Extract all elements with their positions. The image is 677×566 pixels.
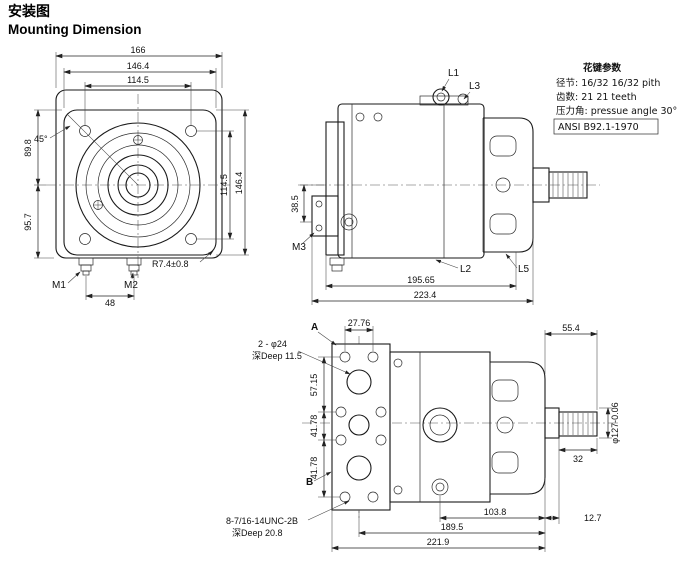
bottom-small-hole-depth: 深Deep 20.8 bbox=[232, 528, 283, 538]
spline-table-title: 花键参数 bbox=[583, 62, 622, 74]
front-dim-48: 48 bbox=[85, 276, 135, 308]
svg-text:41.78: 41.78 bbox=[309, 457, 319, 480]
svg-text:146.4: 146.4 bbox=[127, 61, 150, 71]
front-dim-146-top: 146.4 bbox=[63, 61, 217, 108]
svg-text:146.4: 146.4 bbox=[234, 172, 244, 195]
front-port-m2-fitting bbox=[126, 257, 142, 276]
side-label-l2: L2 bbox=[460, 264, 472, 275]
bottom-dim-103-8: 103.8 bbox=[439, 478, 546, 552]
side-housing bbox=[337, 103, 485, 259]
bottom-dim-left-stack: 57.15 41.78 41.78 bbox=[309, 356, 340, 498]
svg-text:41.78: 41.78 bbox=[309, 415, 319, 438]
front-45deg-line bbox=[67, 114, 139, 186]
svg-text:57.15: 57.15 bbox=[309, 374, 319, 397]
svg-text:189.5: 189.5 bbox=[441, 522, 464, 532]
svg-text:223.4: 223.4 bbox=[414, 290, 437, 300]
svg-text:55.4: 55.4 bbox=[562, 323, 580, 333]
side-dim-38-5: 38.5 bbox=[290, 184, 324, 223]
side-valve-plate bbox=[325, 121, 345, 256]
side-label-l3: L3 bbox=[469, 81, 481, 92]
svg-text:32: 32 bbox=[573, 454, 583, 464]
bottom-dim-189-5: 189.5 bbox=[358, 510, 546, 537]
side-label-l5: L5 bbox=[518, 264, 530, 275]
side-spline-hatch bbox=[552, 173, 584, 197]
bottom-end-cap bbox=[490, 361, 546, 495]
side-spline-shaft bbox=[548, 171, 588, 199]
svg-text:103.8: 103.8 bbox=[484, 507, 507, 517]
svg-text:38.5: 38.5 bbox=[290, 195, 300, 213]
front-radius-label: R7.4±0.8 bbox=[152, 259, 188, 269]
bottom-large-hole-label: 2 - φ24 bbox=[258, 339, 287, 349]
svg-text:12.7: 12.7 bbox=[584, 513, 602, 523]
spline-table-standard-box bbox=[553, 118, 659, 135]
spline-table-teeth: 齿数: 21 21 teeth bbox=[556, 91, 637, 103]
side-label-m3: M3 bbox=[292, 242, 306, 253]
side-port-l3 bbox=[457, 93, 469, 105]
bottom-internal-detail bbox=[393, 352, 519, 502]
bottom-port-plate bbox=[331, 343, 391, 511]
svg-text:195.65: 195.65 bbox=[407, 275, 435, 285]
bottom-dim-12-7: 12.7 bbox=[544, 513, 602, 523]
svg-text:114.5: 114.5 bbox=[127, 75, 149, 85]
bottom-dim-27-76: 27.76 bbox=[344, 318, 374, 351]
bottom-large-hole-depth: 深Deep 11.5 bbox=[252, 351, 302, 361]
bottom-small-hole-label: 8-7/16-14UNC-2B bbox=[226, 516, 298, 526]
svg-text:φ127-0.06: φ127-0.06 bbox=[610, 402, 620, 443]
front-gauge-port-top bbox=[133, 135, 143, 145]
front-dim-95-7: 95.7 bbox=[23, 184, 54, 259]
bottom-label-a: A bbox=[311, 322, 318, 333]
front-port-m2-label: M2 bbox=[124, 280, 138, 291]
bottom-dim-32: 32 bbox=[558, 438, 598, 524]
svg-text:48: 48 bbox=[105, 298, 115, 308]
front-dim-114-right: 114.5 bbox=[196, 130, 234, 240]
side-bottom-fitting bbox=[329, 257, 345, 272]
spline-table-pitch: 径节: 16/32 16/32 pith bbox=[556, 77, 660, 89]
side-dim-223-4: 223.4 bbox=[311, 203, 534, 305]
bottom-label-b: B bbox=[306, 477, 313, 488]
bottom-dim-pilot-dia: φ127-0.06 bbox=[599, 402, 620, 444]
front-view: 45° 114.5 146.4 166 114.5 bbox=[23, 45, 249, 308]
front-concentric-circles bbox=[75, 122, 201, 248]
side-end-cap bbox=[483, 117, 534, 253]
side-dim-195-65: 195.65 bbox=[325, 252, 517, 290]
page-title-en: Mounting Dimension bbox=[8, 22, 141, 37]
spline-table-standard: ANSI B92.1-1970 bbox=[558, 122, 639, 133]
svg-text:114.5: 114.5 bbox=[219, 174, 229, 196]
svg-text:27.76: 27.76 bbox=[348, 318, 371, 328]
bottom-housing bbox=[389, 351, 491, 503]
bottom-view: A B 2 - φ24 深Deep 11.5 8-7/16-14UNC-2B 深… bbox=[226, 318, 620, 552]
bottom-spline-shaft bbox=[558, 411, 598, 437]
side-view: L1 L3 M3 38.5 L2 L5 195.65 223.4 bbox=[290, 62, 677, 305]
svg-text:221.9: 221.9 bbox=[427, 537, 450, 547]
front-port-m1-fitting bbox=[78, 257, 94, 276]
front-dim-146-right: 146.4 bbox=[216, 109, 249, 256]
bottom-dim-55-4: 55.4 bbox=[544, 323, 598, 410]
side-port-block bbox=[311, 195, 339, 237]
front-flange-outline bbox=[63, 109, 217, 256]
front-port-m1-label: M1 bbox=[52, 280, 66, 291]
side-label-l1: L1 bbox=[448, 68, 460, 79]
spline-table-angle: 压力角: pressue angle 30° bbox=[556, 105, 677, 117]
side-internal-detail bbox=[340, 104, 517, 258]
side-port-l1 bbox=[432, 88, 450, 106]
bottom-spline-hatch bbox=[562, 413, 594, 435]
front-dim-114-top: 114.5 bbox=[84, 75, 192, 126]
bottom-dim-221-9: 221.9 bbox=[331, 510, 546, 552]
svg-text:95.7: 95.7 bbox=[23, 213, 33, 231]
front-dim-166: 166 bbox=[55, 45, 223, 88]
svg-text:166: 166 bbox=[130, 45, 145, 55]
page-title-cn: 安装图 bbox=[8, 3, 50, 20]
bottom-large-holes bbox=[346, 369, 372, 481]
spline-parameter-table: 花键参数 径节: 16/32 16/32 pith 齿数: 21 21 teet… bbox=[553, 62, 677, 135]
svg-text:89.8: 89.8 bbox=[23, 139, 33, 157]
front-angle-label: 45° bbox=[34, 134, 48, 144]
front-gauge-port-left bbox=[93, 200, 103, 210]
